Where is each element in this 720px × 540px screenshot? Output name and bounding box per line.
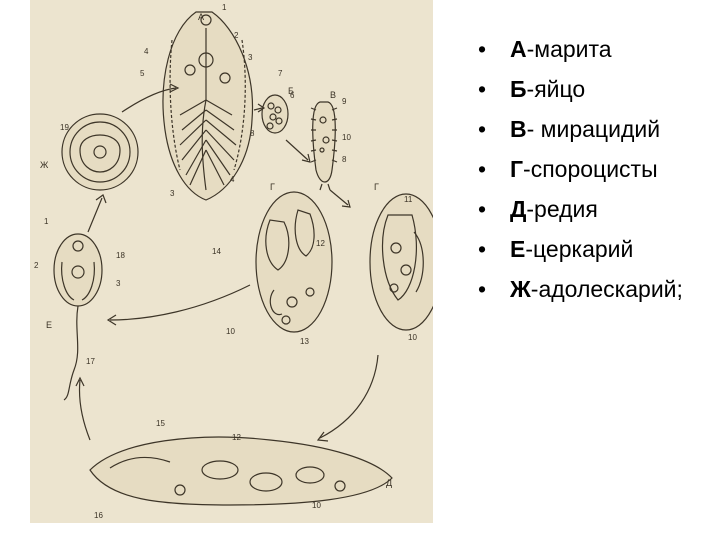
life-cycle-diagram: А Б В Г Г Д Е Ж 1 2 3 4 5 3 4 7 6 8 9 10… xyxy=(30,0,433,523)
legend-item-a: • А-марита xyxy=(478,34,718,64)
label-8: 8 xyxy=(342,155,347,164)
legend-letter: Е xyxy=(510,236,526,262)
stage-legend: • А-марита • Б-яйцо • В- мирацидий • Г-споро… xyxy=(478,34,718,314)
legend-letter: Ж xyxy=(510,276,531,302)
label-3: 3 xyxy=(170,189,175,198)
legend-item-zh: • Ж-адолескарий; xyxy=(478,274,718,304)
bullet-icon: • xyxy=(478,76,487,102)
label-13: 13 xyxy=(300,337,309,346)
legend-letter: В xyxy=(510,116,527,142)
legend-item-b: • Б-яйцо xyxy=(478,74,718,104)
legend-item-g: • Г-спороцисты xyxy=(478,154,718,184)
label-4: 4 xyxy=(144,47,149,56)
bullet-icon: • xyxy=(478,196,487,222)
stage-zh-adolescaria xyxy=(61,113,139,191)
label-18: 18 xyxy=(116,251,125,260)
bullet-icon: • xyxy=(478,236,487,262)
label-19: 19 xyxy=(60,123,69,132)
legend-letter: А xyxy=(510,36,527,62)
label-16: 16 xyxy=(94,511,103,520)
label-4: 4 xyxy=(230,175,235,184)
label-7: 7 xyxy=(278,69,283,78)
label-12: 12 xyxy=(232,433,241,442)
letter-e: Е xyxy=(46,320,52,330)
legend-item-v: • В- мирацидий xyxy=(478,114,718,144)
label-10: 10 xyxy=(226,327,235,336)
legend-item-e: • Е-церкарий xyxy=(478,234,718,264)
legend-text: - мирацидий xyxy=(526,116,661,142)
label-2: 2 xyxy=(234,31,239,40)
letter-a: А xyxy=(198,12,204,22)
legend-text: -редия xyxy=(526,196,598,222)
label-3: 3 xyxy=(116,279,121,288)
stage-g-sporocyst-left xyxy=(255,191,333,333)
legend-letter: Д xyxy=(510,196,527,222)
label-1: 1 xyxy=(222,3,227,12)
bullet-icon: • xyxy=(478,276,487,302)
legend-text: -адолескарий; xyxy=(530,276,683,302)
label-5: 5 xyxy=(140,69,145,78)
legend-text: -церкарий xyxy=(525,236,634,262)
label-1: 1 xyxy=(44,217,49,226)
label-10: 10 xyxy=(408,333,417,342)
label-14: 14 xyxy=(212,247,221,256)
legend-item-d: • Д-редия xyxy=(478,194,718,224)
label-6: 6 xyxy=(290,91,295,100)
label-12: 12 xyxy=(316,239,325,248)
label-10: 10 xyxy=(342,133,351,142)
stage-g-sporocyst-right xyxy=(369,193,433,331)
label-8: 8 xyxy=(250,129,255,138)
legend-text: -марита xyxy=(526,36,612,62)
legend-text: -яйцо xyxy=(526,76,586,102)
letter-g-2: Г xyxy=(374,182,379,192)
letter-v: В xyxy=(330,90,336,100)
label-9: 9 xyxy=(342,97,347,106)
bullet-icon: • xyxy=(478,116,487,142)
label-10: 10 xyxy=(312,501,321,510)
stage-letters: А Б В Г Г Д Е Ж xyxy=(40,12,392,488)
label-2: 2 xyxy=(34,261,39,270)
letter-b: Б xyxy=(288,86,294,96)
letter-g-1: Г xyxy=(270,182,275,192)
legend-letter: Г xyxy=(510,156,524,182)
letter-zh: Ж xyxy=(40,160,49,170)
legend-letter: Б xyxy=(510,76,527,102)
stage-a-marita xyxy=(162,11,254,201)
stage-e-cercaria xyxy=(53,233,103,401)
label-11: 11 xyxy=(404,195,413,204)
bullet-icon: • xyxy=(478,156,487,182)
label-15: 15 xyxy=(156,419,165,428)
label-3: 3 xyxy=(248,53,253,62)
stage-d-redia xyxy=(89,436,393,506)
cycle-arrows xyxy=(75,83,379,442)
letter-d: Д xyxy=(386,478,392,488)
label-17: 17 xyxy=(86,357,95,366)
bullet-icon: • xyxy=(478,36,487,62)
stage-v-miracidium xyxy=(310,101,338,191)
stage-b-egg xyxy=(261,94,289,134)
legend-text: -спороцисты xyxy=(523,156,658,182)
number-callouts: 1 2 3 4 5 3 4 7 6 8 9 10 8 19 14 12 10 1… xyxy=(34,3,417,520)
